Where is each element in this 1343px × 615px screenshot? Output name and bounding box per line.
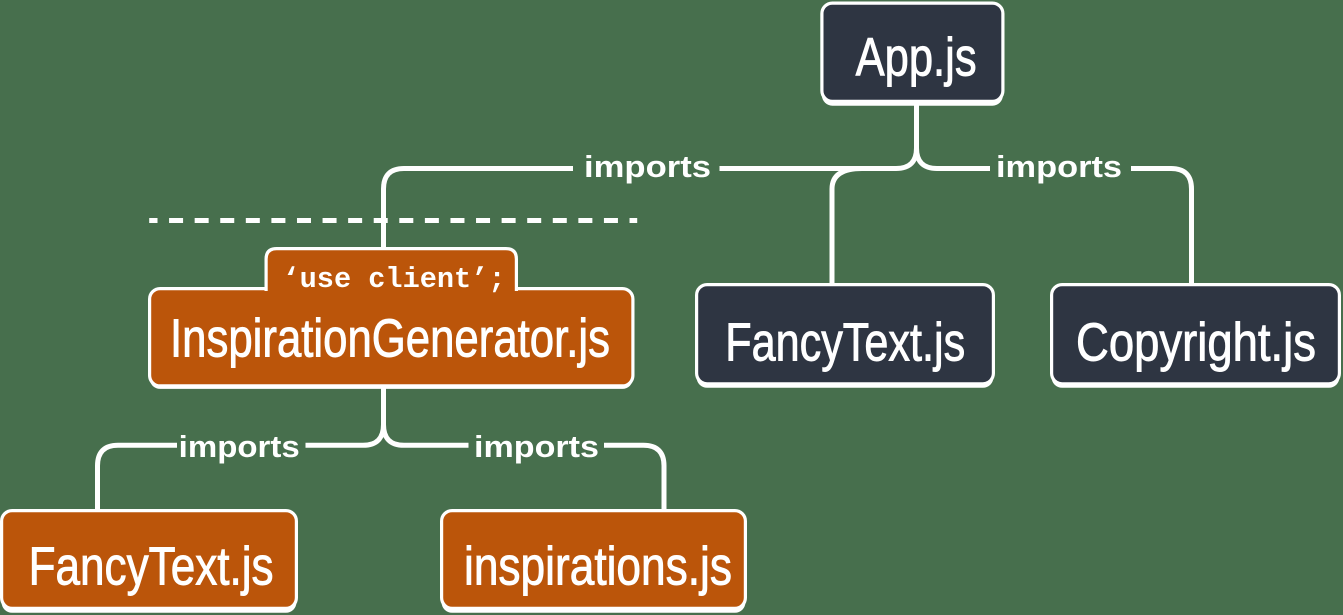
svg-text:‘use client’;: ‘use client’;	[283, 263, 506, 296]
svg-text:FancyText.js: FancyText.js	[29, 537, 274, 597]
svg-text:inspirations.js: inspirations.js	[464, 537, 732, 597]
svg-text:imports: imports	[996, 149, 1122, 184]
svg-text:Copyright.js: Copyright.js	[1076, 312, 1316, 372]
svg-text:FancyText.js: FancyText.js	[725, 312, 965, 372]
svg-text:InspirationGenerator.js: InspirationGenerator.js	[170, 309, 610, 369]
svg-text:imports: imports	[179, 429, 300, 464]
svg-text:imports: imports	[474, 429, 599, 464]
svg-text:App.js: App.js	[856, 28, 977, 88]
svg-text:imports: imports	[584, 149, 711, 184]
